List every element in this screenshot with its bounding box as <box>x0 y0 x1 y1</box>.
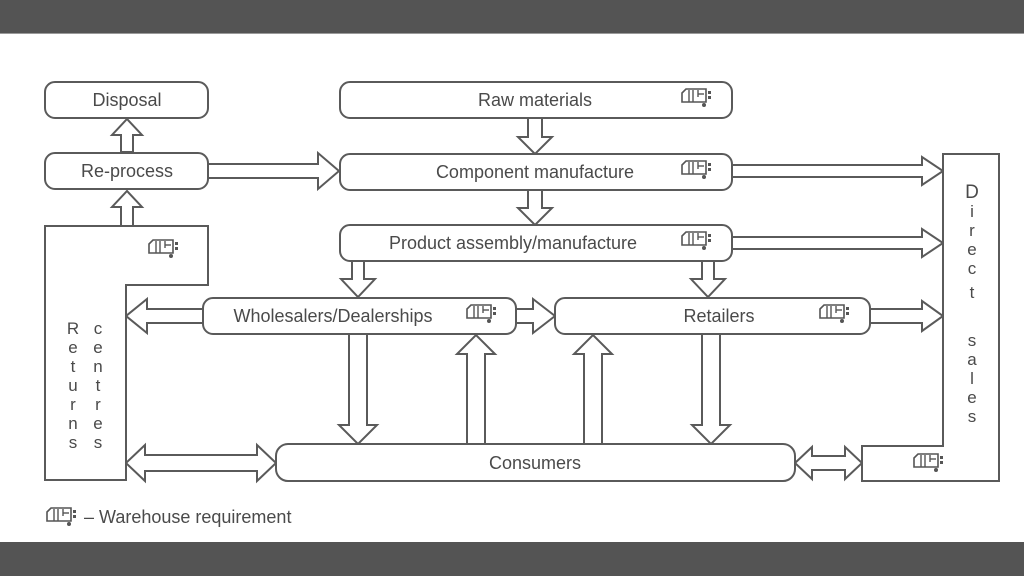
svg-text:e: e <box>68 338 77 357</box>
node-returns-centres: R e t u r n s c e n t r e s <box>44 225 209 481</box>
svg-text:e: e <box>93 338 102 357</box>
bottom-letterbox-bar <box>0 542 1024 576</box>
svg-text:r: r <box>70 395 76 414</box>
arrow-reprocess-to-disposal <box>109 117 145 153</box>
svg-text:t: t <box>71 357 76 376</box>
node-retailers: Retailers <box>554 297 871 335</box>
node-label: Consumers <box>489 453 581 473</box>
arrow-assembly-to-direct-sales <box>731 227 945 259</box>
arrow-wholesalers-to-returns <box>124 296 204 336</box>
svg-text:s: s <box>69 433 78 452</box>
arrow-component-to-direct-sales <box>731 155 945 187</box>
svg-text:r: r <box>969 221 975 240</box>
node-raw-materials: Raw materials <box>339 81 733 119</box>
node-wholesalers: Wholesalers/Dealerships <box>202 297 517 335</box>
svg-text:l: l <box>970 369 974 388</box>
legend: – Warehouse requirement <box>46 507 291 527</box>
arrow-wholesalers-to-retailers <box>515 296 557 336</box>
node-label: Product assembly/manufacture <box>389 233 637 253</box>
node-reprocess: Re-process <box>44 152 209 190</box>
node-disposal: Disposal <box>44 81 209 119</box>
arrow-returns-to-reprocess <box>109 189 145 227</box>
svg-text:n: n <box>68 414 77 433</box>
node-label: Wholesalers/Dealerships <box>233 306 432 326</box>
svg-text:s: s <box>94 433 103 452</box>
arrow-raw-to-component <box>515 117 555 156</box>
arrow-consumers-to-wholesalers <box>454 333 498 445</box>
warehouse-icon <box>46 507 77 527</box>
arrow-consumers-returns-bidirectional <box>124 442 278 484</box>
node-product-assembly: Product assembly/manufacture <box>339 224 733 262</box>
svg-text:n: n <box>93 357 102 376</box>
node-consumers: Consumers <box>275 443 796 482</box>
svg-text:c: c <box>968 259 977 278</box>
returns-label-col1: R e t u r n s <box>67 319 79 452</box>
arrow-assembly-to-retailers <box>688 260 728 299</box>
node-label: Re-process <box>81 161 173 181</box>
svg-text:u: u <box>68 376 77 395</box>
svg-text:R: R <box>67 319 79 338</box>
arrow-consumers-direct-sales-bidirectional <box>793 444 864 482</box>
node-label: Raw materials <box>478 90 592 110</box>
arrow-component-to-assembly <box>515 189 555 227</box>
node-direct-sales: D i r e c t s a l e s <box>861 153 1000 482</box>
node-label: Retailers <box>683 306 754 326</box>
svg-text:e: e <box>967 388 976 407</box>
svg-text:c: c <box>94 319 103 338</box>
svg-text:r: r <box>95 395 101 414</box>
svg-text:D: D <box>965 182 979 203</box>
arrow-assembly-to-wholesalers <box>338 260 378 299</box>
svg-text:e: e <box>93 414 102 433</box>
top-letterbox-bar <box>0 0 1024 34</box>
legend-text: – Warehouse requirement <box>84 507 291 527</box>
node-component-manufacture: Component manufacture <box>339 153 733 191</box>
svg-text:t: t <box>970 283 975 302</box>
arrow-retailers-to-direct-sales <box>869 299 945 333</box>
svg-text:e: e <box>967 240 976 259</box>
arrow-consumers-to-retailers <box>571 333 615 445</box>
arrow-retailers-to-consumers <box>689 333 733 446</box>
svg-text:s: s <box>968 331 977 350</box>
svg-text:a: a <box>967 350 977 369</box>
direct-sales-label: D i r e c t s a l e s <box>965 182 979 426</box>
node-label: Component manufacture <box>436 162 634 182</box>
arrow-wholesalers-to-consumers <box>336 333 380 446</box>
node-label: Disposal <box>92 90 161 110</box>
svg-text:s: s <box>968 407 977 426</box>
svg-text:t: t <box>96 376 101 395</box>
returns-label-col2: c e n t r e s <box>93 319 102 452</box>
arrow-reprocess-to-component <box>207 150 341 192</box>
svg-text:i: i <box>970 202 974 221</box>
